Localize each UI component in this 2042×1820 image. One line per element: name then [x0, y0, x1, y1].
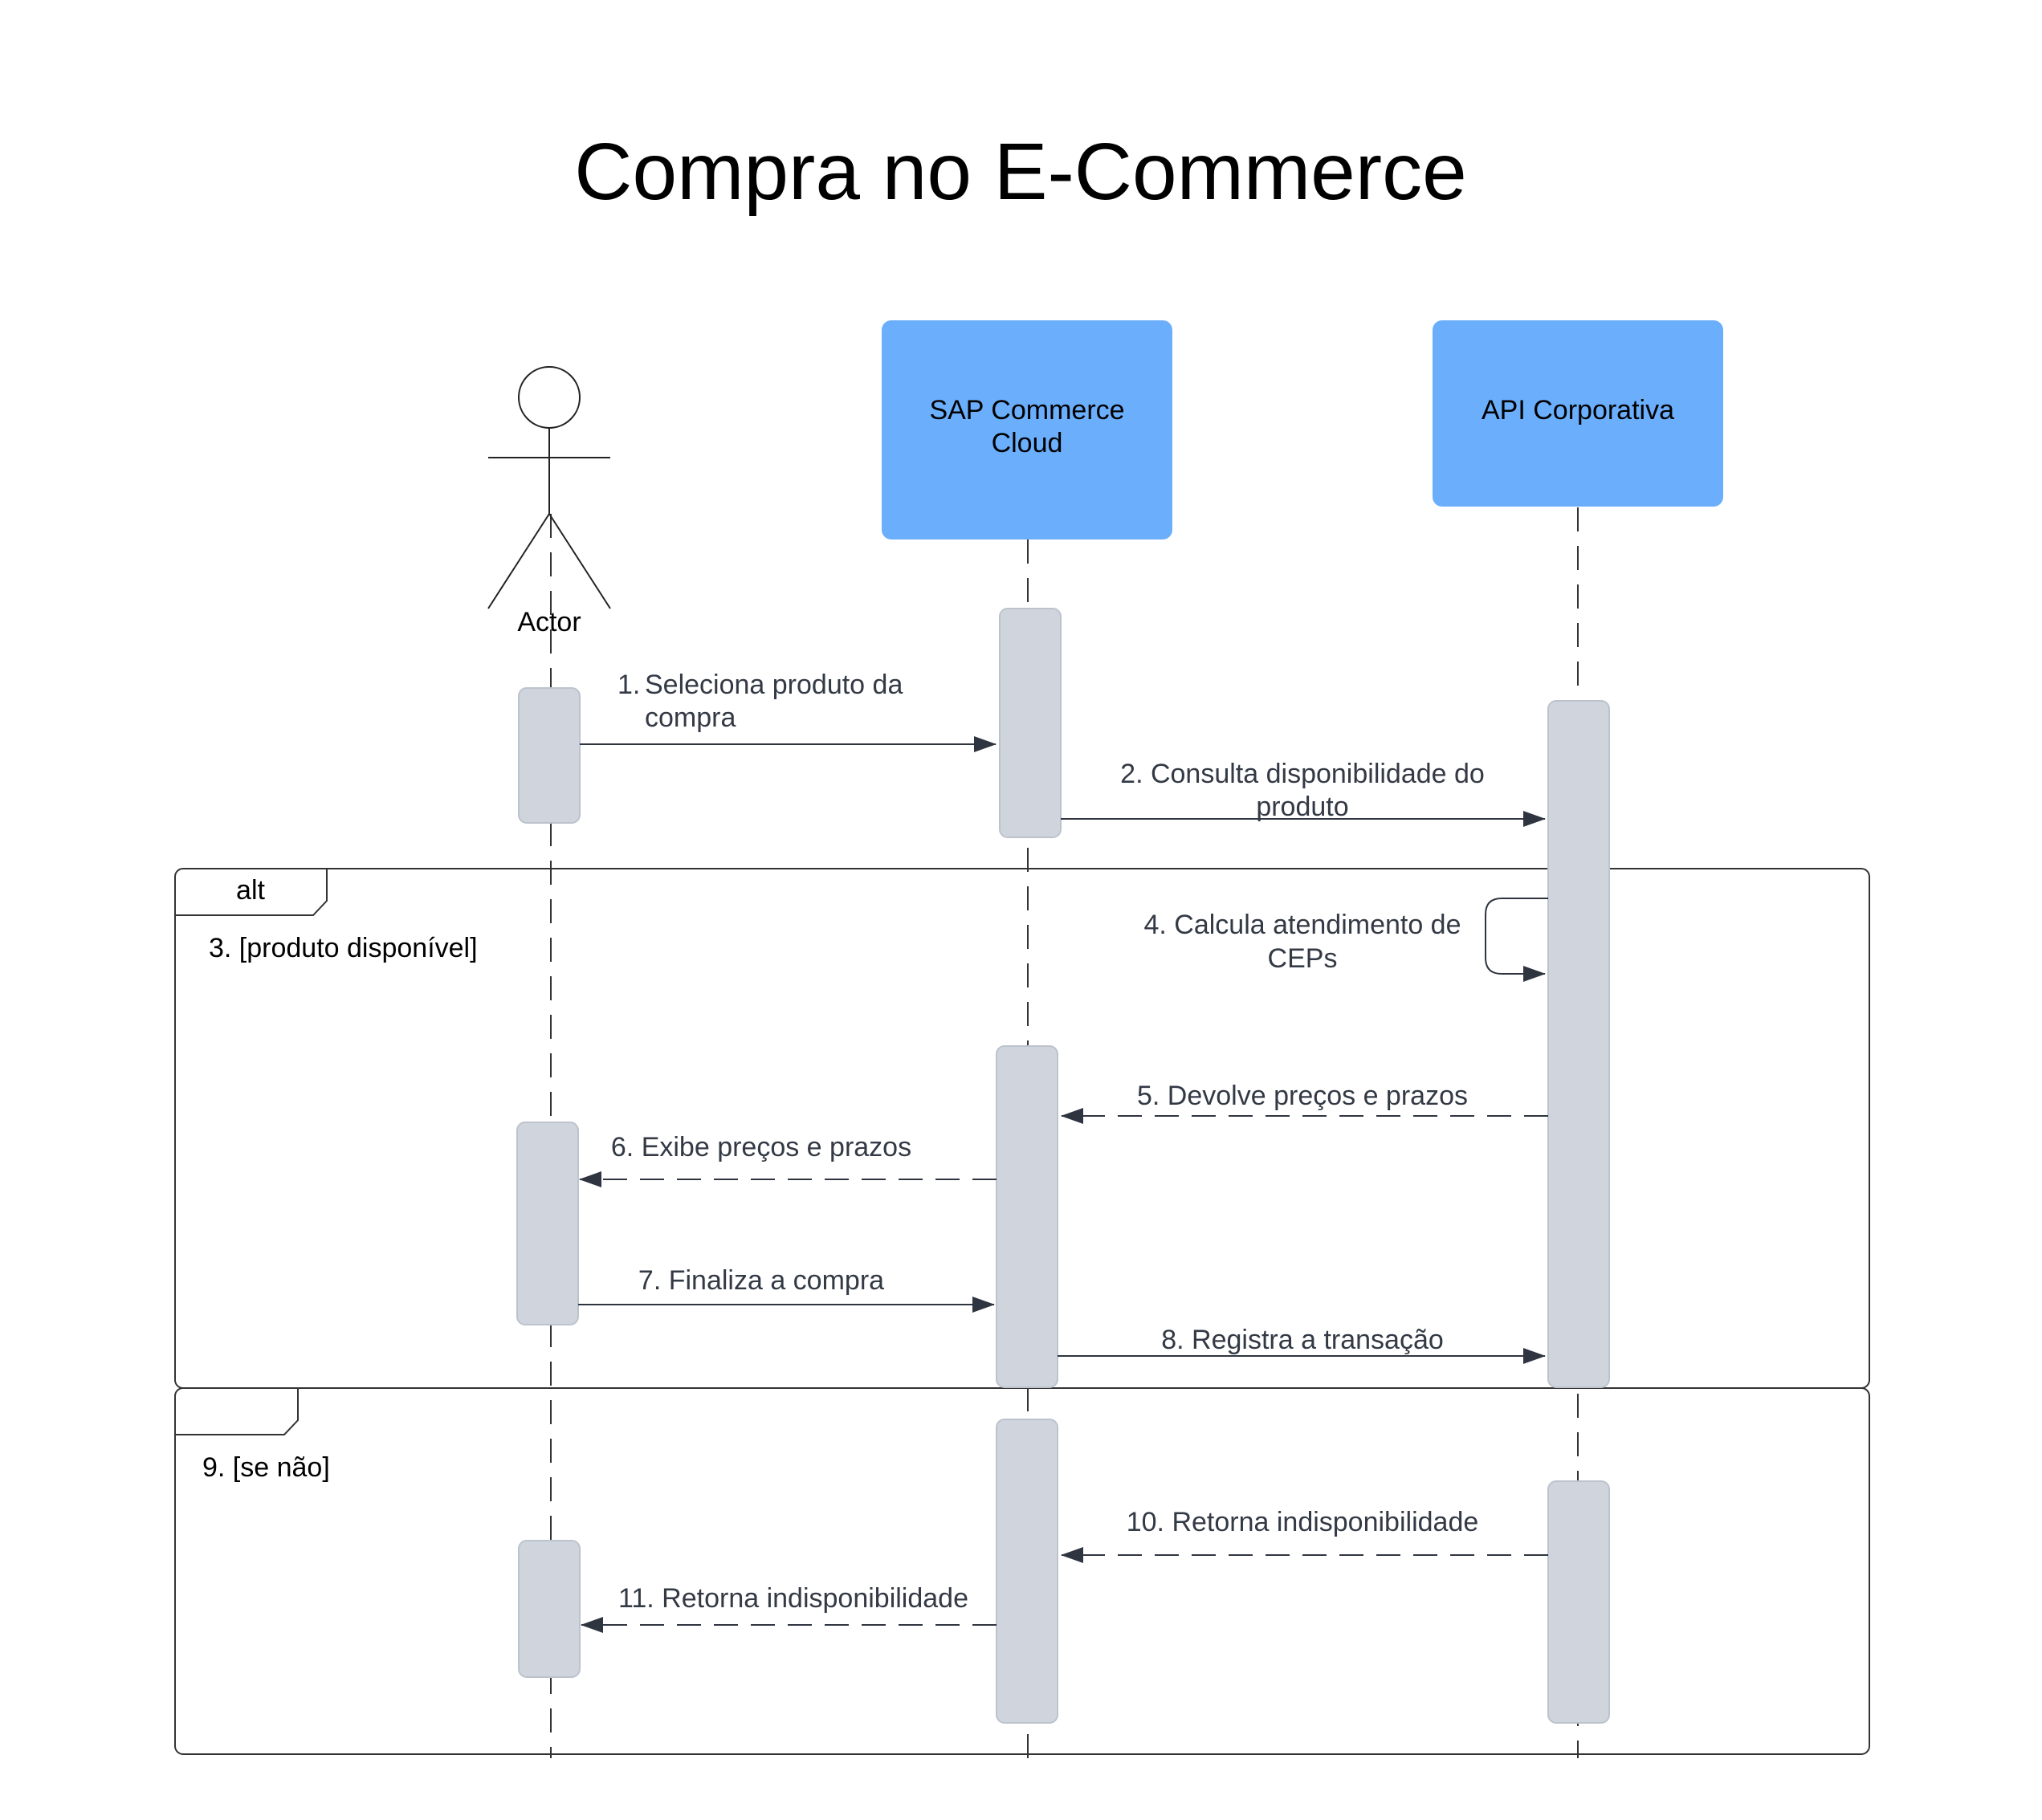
message-4-label-line2: CEPs: [1268, 943, 1338, 974]
api-corporativa-participant: API Corporativa: [1433, 320, 1723, 507]
message-8-label: 8. Registra a transação: [1161, 1325, 1444, 1355]
message-2-label-line2: produto: [1256, 792, 1348, 822]
sap-activation-1: [999, 608, 1062, 838]
sap-commerce-participant: SAP Commerce Cloud: [882, 320, 1172, 539]
else-operator-tab: [175, 1388, 299, 1435]
actor-head-icon: [518, 366, 581, 429]
message-1-label-line2: compra: [645, 702, 736, 733]
message-5-label: 5. Devolve preços e prazos: [1137, 1081, 1468, 1111]
guard-se-nao: 9. [se não]: [202, 1452, 330, 1483]
api-activation-2: [1547, 1480, 1610, 1724]
message-2-label-line1: 2. Consulta disponibilidade do: [1120, 759, 1485, 789]
api-activation-1: [1547, 700, 1610, 1388]
actor-activation-3: [518, 1540, 581, 1678]
guard-produto-disponivel: 3. [produto disponível]: [209, 933, 478, 963]
api-label: API Corporativa: [1482, 395, 1674, 425]
actor-participant: Actor: [487, 366, 611, 637]
actor-activation-1: [518, 687, 581, 824]
message-6-label: 6. Exibe preços e prazos: [611, 1132, 911, 1162]
diagram-title: Compra no E-Commerce: [574, 127, 1466, 217]
alt-operator-label: alt: [236, 875, 265, 906]
message-1-label-line1: Seleciona produto da: [645, 670, 903, 700]
message-7-label: 7. Finaliza a compra: [638, 1265, 884, 1296]
message-4-label-line1: 4. Calcula atendimento de: [1143, 910, 1461, 940]
message-11-label: 11. Retorna indisponibilidade: [618, 1583, 968, 1614]
sap-label-line1: SAP Commerce: [929, 395, 1124, 425]
sap-activation-2: [996, 1045, 1058, 1388]
sap-label-line2: Cloud: [992, 428, 1063, 458]
actor-label: Actor: [517, 607, 581, 637]
message-10-label: 10. Retorna indisponibilidade: [1127, 1507, 1479, 1537]
message-4-self-arrow: [1485, 898, 1548, 982]
sap-activation-3: [996, 1419, 1058, 1724]
message-1-number: 1.: [617, 670, 640, 700]
actor-activation-2: [516, 1122, 579, 1325]
alt-operator-tab: [175, 869, 328, 916]
